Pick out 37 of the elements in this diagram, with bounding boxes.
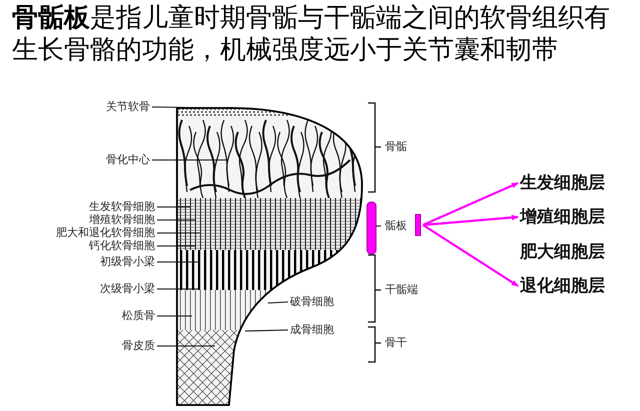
part-label: 钙化软骨细胞: [89, 240, 155, 252]
part-label: 次级骨小梁: [100, 283, 155, 295]
part-label: 骨化中心: [106, 154, 150, 166]
leader-line: [157, 219, 195, 221]
part-label: 破骨细胞: [290, 296, 334, 308]
arrow: [422, 182, 519, 226]
leader-line: [152, 159, 228, 161]
part-label: 成骨细胞: [290, 324, 334, 336]
part-label: 生发软骨细胞: [89, 201, 155, 213]
bracket-label: 骨干: [385, 337, 407, 349]
leader-line: [157, 232, 200, 234]
layer-label: 退化细胞层: [520, 276, 605, 296]
layer-label: 增殖细胞层: [520, 207, 605, 227]
arrow: [422, 214, 519, 226]
leader-line: [244, 329, 288, 332]
bracket-label: 骨骺: [385, 141, 407, 153]
part-label: 关节软骨: [106, 101, 150, 113]
layer-label: 肥大细胞层: [520, 242, 605, 262]
part-label: 骨皮质: [122, 340, 155, 352]
title: 骨骺板是指儿童时期骨骺与干骺端之间的软骨组织有生长骨骼的功能，机械强度远小于关节囊和韧带: [12, 2, 611, 66]
leader-line: [157, 288, 200, 290]
leader-line: [157, 345, 215, 347]
bar-marker: [415, 214, 421, 236]
leader-line: [157, 261, 200, 263]
bracket-label: 干骺端: [385, 284, 418, 296]
leader-line: [157, 206, 190, 208]
arrow: [422, 224, 519, 287]
leader-line: [157, 245, 195, 247]
part-label: 初级骨小梁: [100, 256, 155, 268]
part-label: 肥大和退化软骨细胞: [56, 227, 155, 239]
leader-line: [268, 301, 288, 304]
leader-line: [157, 315, 192, 317]
layer-label: 生发细胞层: [520, 173, 605, 193]
leader-line: [152, 106, 226, 109]
part-label: 增殖软骨细胞: [89, 214, 155, 226]
part-label: 松质骨: [122, 310, 155, 322]
bracket-label: 骺板: [385, 220, 407, 232]
